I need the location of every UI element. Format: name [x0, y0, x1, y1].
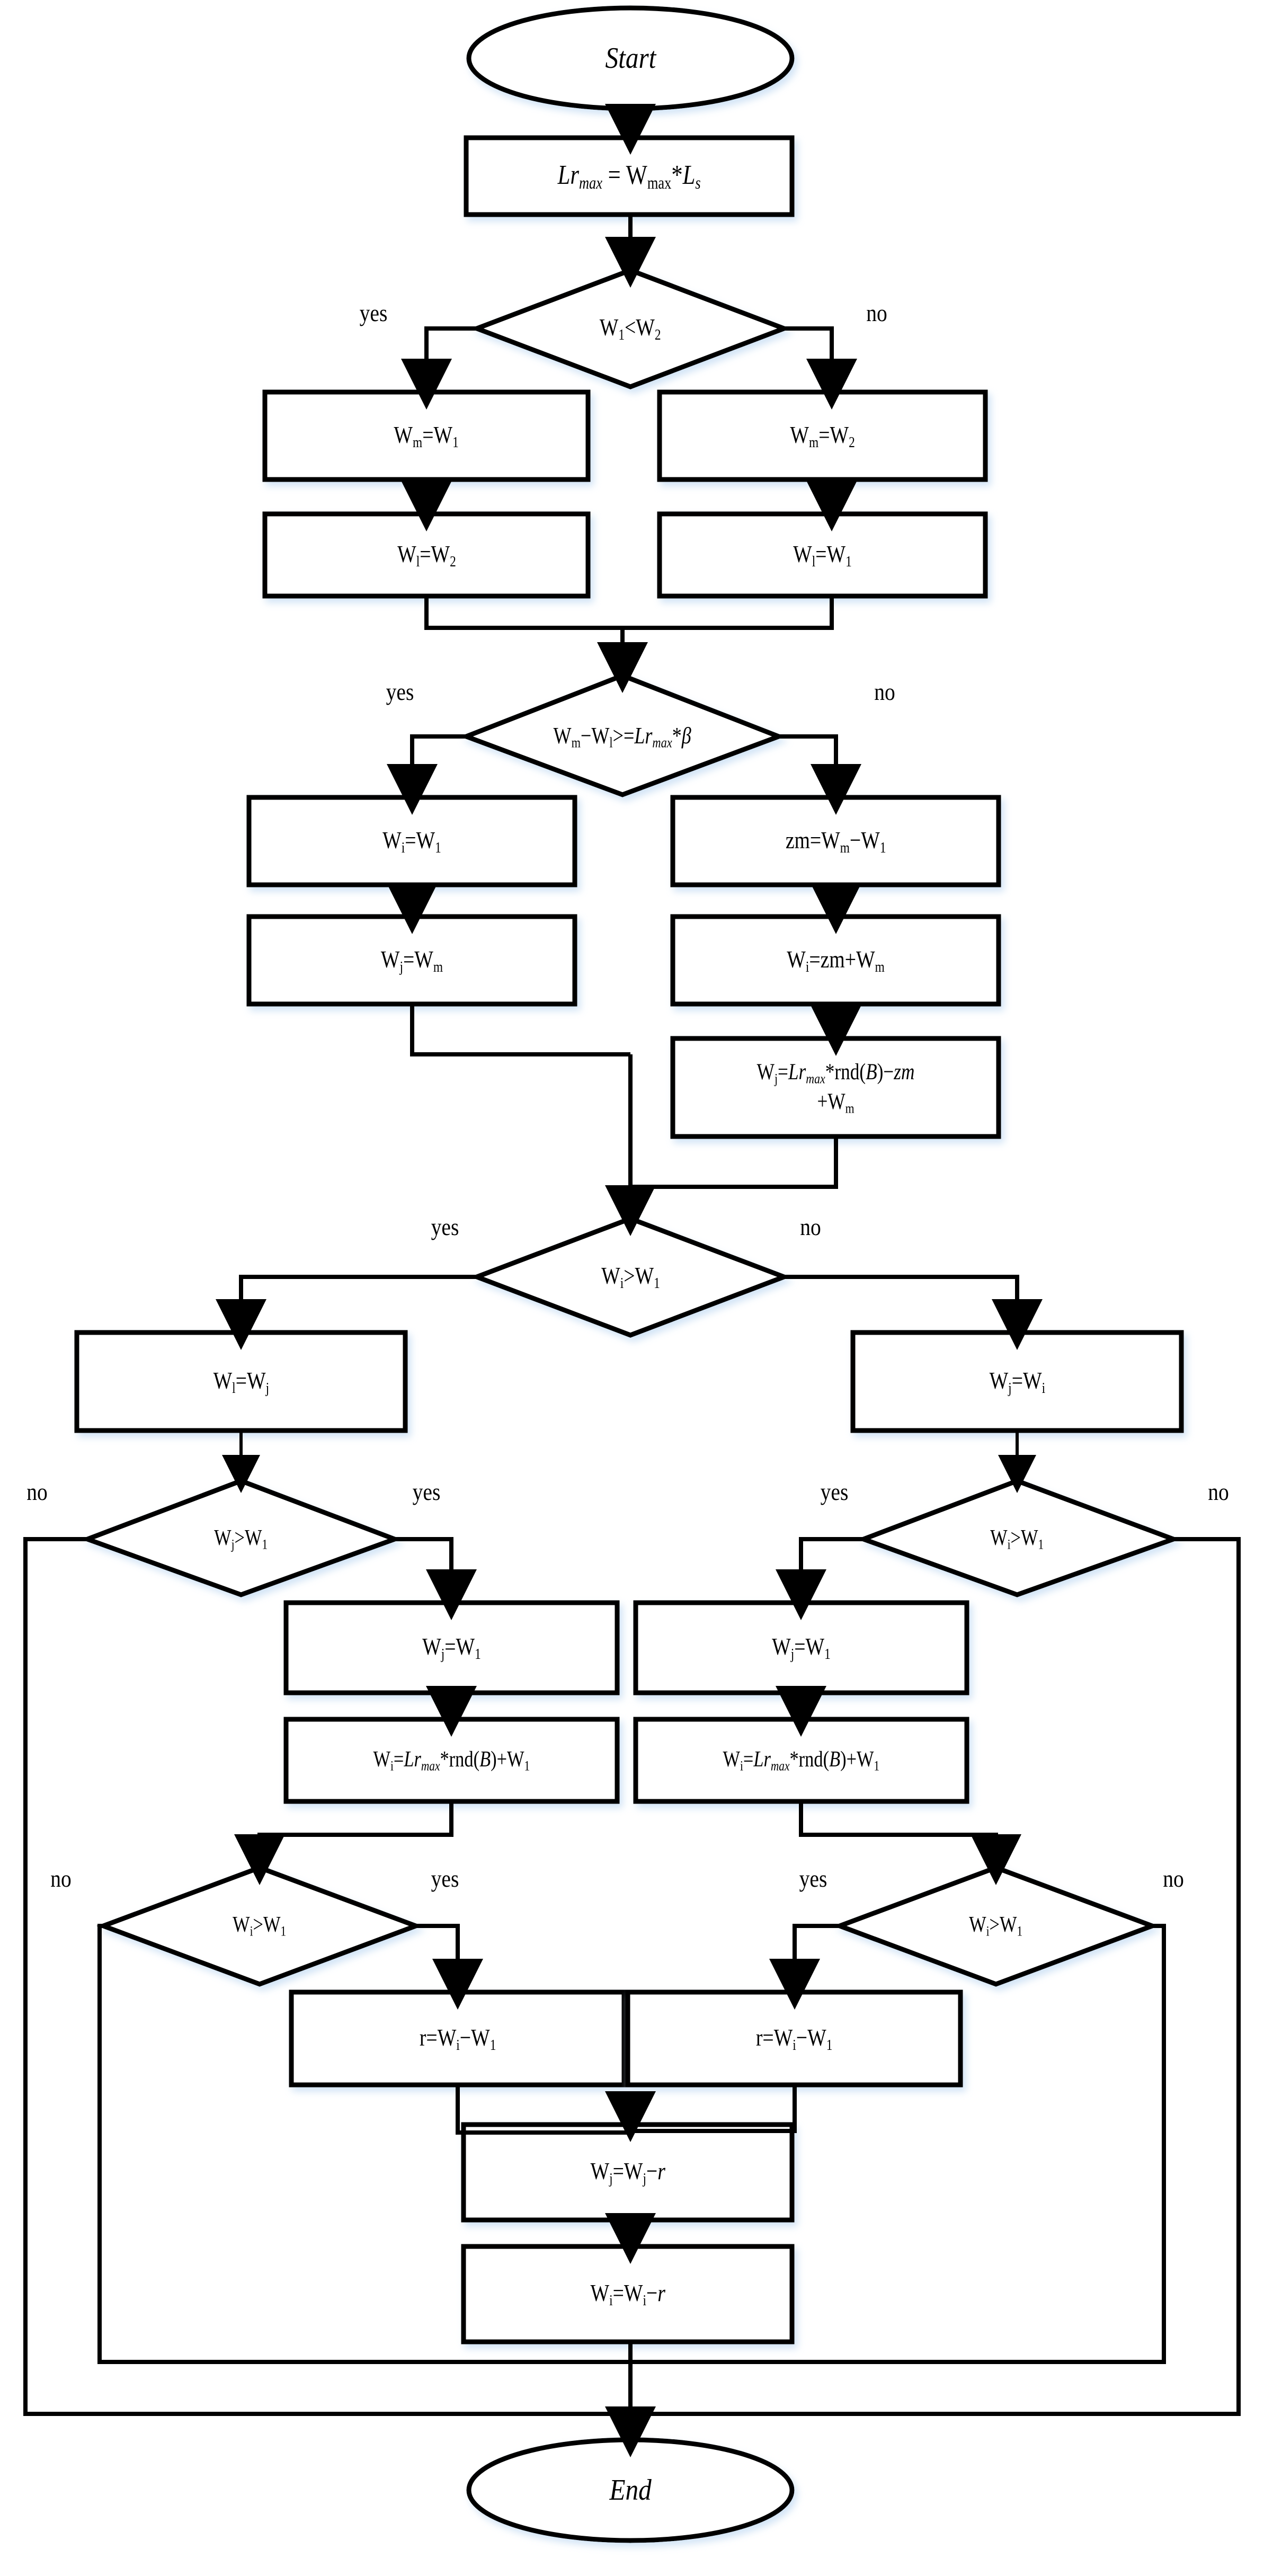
node-d1: W1<W2: [477, 297, 784, 360]
edge-d5l-yes: [416, 1924, 483, 2010]
node-wi-w1-label: Wi=W1: [382, 826, 441, 856]
node-wl-w2-label: Wl=W2: [397, 540, 456, 570]
node-wj-sub-label: Wj=Wj−r: [590, 2157, 665, 2187]
node-d1-label: W1<W2: [600, 314, 661, 343]
node-wm-w1-label: Wm=W1: [394, 421, 459, 451]
edge-d4r-yes: [776, 1537, 864, 1620]
node-d4-left-label: Wj>W1: [214, 1526, 268, 1552]
edge-r-right-merge: [630, 2085, 797, 2133]
edge-d3-yes: [216, 1275, 477, 1350]
node-r-left-label: r=Wi−W1: [419, 2023, 496, 2054]
edge-d2-yes: [387, 734, 466, 815]
node-wl-w1-label: Wl=W1: [793, 540, 852, 570]
node-wm-w1: Wm=W1: [265, 392, 588, 479]
edge-wi-rnd-left-to-d5l: [234, 1801, 453, 1885]
node-wj-wm: Wj=Wm: [249, 917, 575, 1004]
node-d3: Wi>W1: [477, 1245, 784, 1309]
node-wi-w1: Wi=W1: [249, 797, 575, 885]
node-wm-w2-label: Wm=W2: [790, 421, 855, 451]
edge-d4r-no: [630, 1537, 1241, 2416]
edge-wi-rnd-right-to-d5r: [799, 1801, 1021, 1885]
node-d5-right-shape: [833, 1865, 1159, 1987]
edge-d1-no: [784, 326, 857, 410]
edge-d5l-no: [97, 1924, 630, 2364]
node-d1-shape: [470, 268, 791, 389]
node-d5-right: Wi>W1: [864, 1897, 1128, 1955]
node-wj-w1-left-label: Wj=W1: [422, 1633, 481, 1663]
edge-d1-yes: [401, 326, 477, 410]
node-wi-zm: Wi=zm+Wm: [673, 917, 999, 1004]
node-wj-wi: Wj=Wi: [853, 1333, 1181, 1431]
node-d4-right: Wi>W1: [882, 1510, 1152, 1568]
node-d2-label: Wm−Wl>=Lrmax*β: [553, 722, 692, 751]
edge-d5r-no: [630, 1924, 1166, 2364]
node-zm: zm=Wm−W1: [673, 797, 999, 885]
node-d4-left-shape: [81, 1478, 402, 1597]
edge-r-left-merge: [456, 2085, 630, 2135]
node-d5-right-label: Wi>W1: [969, 1913, 1023, 1939]
node-wj-sub: Wj=Wj−r: [464, 2125, 792, 2220]
node-wj-wm-label: Wj=Wm: [380, 945, 443, 975]
node-wl-wj: Wl=Wj: [77, 1333, 405, 1431]
node-wl-w2: Wl=W2: [265, 514, 588, 596]
node-wj-w1-right-label: Wj=W1: [772, 1633, 831, 1663]
node-d2: Wm−Wl>=Lrmax*β: [466, 705, 779, 768]
node-wj-w1-left: Wj=W1: [286, 1603, 617, 1693]
node-start-label: Start: [605, 42, 656, 75]
node-wm-w2: Wm=W2: [660, 392, 985, 479]
node-init: Lrmax = Wmax*Ls: [466, 138, 792, 215]
node-d5-left-shape: [96, 1865, 423, 1987]
edge-d4l-yes: [395, 1537, 477, 1620]
node-wi-sub: Wi=Wi−r: [464, 2246, 792, 2342]
node-r-left: r=Wi−W1: [291, 1992, 624, 2085]
node-init-label: Lrmax = Wmax*Ls: [557, 159, 701, 192]
edge-d5r-yes: [769, 1924, 840, 2010]
node-r-right: r=Wi−W1: [628, 1992, 960, 2085]
edge-wj-rnd-to-trunk: [630, 1136, 838, 1189]
node-zm-label: zm=Wm−W1: [785, 826, 886, 856]
node-d4-left: Wj>W1: [106, 1510, 376, 1568]
node-wj-wi-label: Wj=Wi: [989, 1366, 1045, 1397]
node-d2-shape: [459, 673, 786, 797]
node-wi-rnd-right: Wi=Lrmax*rnd(B)+W1: [636, 1719, 967, 1801]
edge-d2-no: [779, 734, 861, 815]
node-wi-rnd-left: Wi=Lrmax*rnd(B)+W1: [286, 1719, 617, 1801]
node-start: Start: [469, 8, 792, 109]
node-d5-left: Wi>W1: [127, 1897, 392, 1955]
node-end-label: End: [609, 2474, 652, 2507]
edge-wj-wm-to-trunk: [410, 1004, 630, 1056]
node-d4-right-shape: [857, 1478, 1181, 1597]
node-wi-rnd-left-label: Wi=Lrmax*rnd(B)+W1: [373, 1747, 530, 1774]
node-wj-rnd: Wj=Lrmax*rnd(B)−zm+Wm: [673, 1038, 999, 1136]
edge-d3-no: [784, 1275, 1043, 1350]
edge-d4l-no: [23, 1537, 630, 2416]
node-wi-zm-label: Wi=zm+Wm: [787, 945, 885, 975]
node-r-right-label: r=Wi−W1: [755, 2023, 833, 2054]
edge-merge-to-d2: [424, 596, 834, 630]
node-d3-label: Wi>W1: [601, 1262, 660, 1292]
node-wl-wj-label: Wl=Wj: [213, 1366, 269, 1397]
node-d3-shape: [470, 1216, 791, 1338]
node-wj-rnd-label: Wj=Lrmax*rnd(B)−zm+Wm: [756, 1059, 915, 1116]
node-wi-sub-label: Wi=Wi−r: [590, 2279, 665, 2309]
node-d4-right-label: Wi>W1: [990, 1526, 1044, 1552]
node-d5-left-label: Wi>W1: [233, 1913, 287, 1939]
node-end: End: [469, 2440, 792, 2541]
node-wi-rnd-right-label: Wi=Lrmax*rnd(B)+W1: [723, 1747, 880, 1774]
node-wj-w1-right: Wj=W1: [636, 1603, 967, 1693]
node-wl-w1: Wl=W1: [660, 514, 985, 596]
